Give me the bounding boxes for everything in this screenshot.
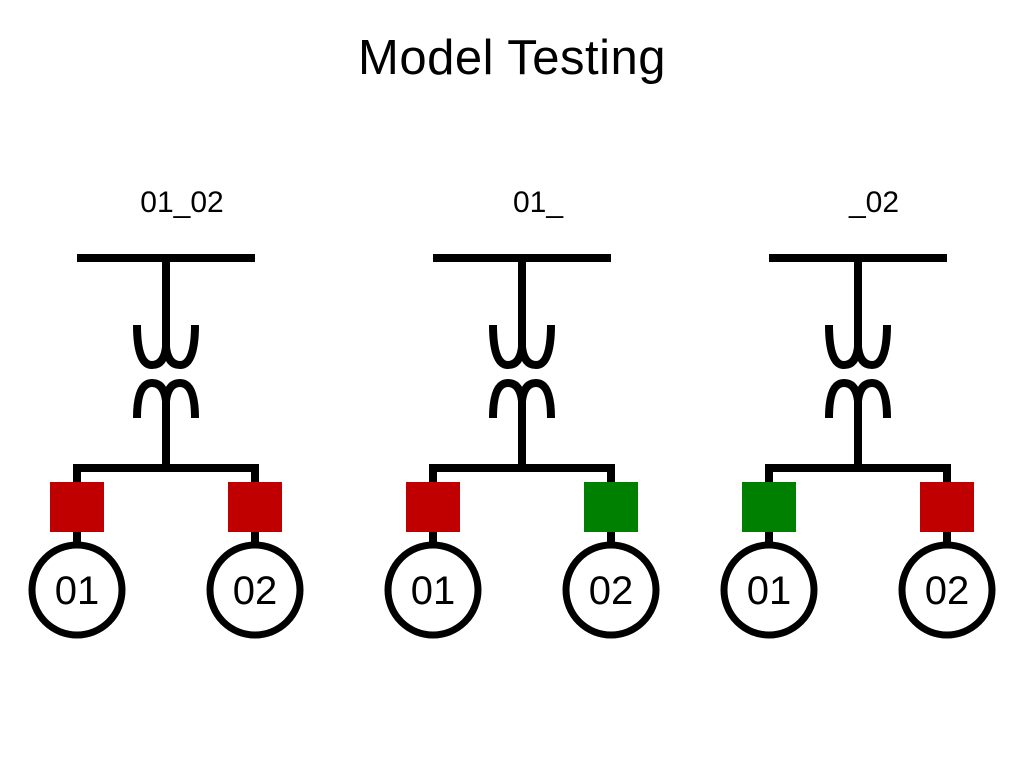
slide-title: Model Testing	[358, 31, 666, 85]
single-line-diagram-graphic: 01 02	[28, 254, 304, 639]
load-circle-right	[898, 541, 996, 639]
breaker-block-left	[406, 482, 460, 532]
transformer-secondary-right-arc	[854, 378, 891, 419]
transformer-icon	[825, 262, 891, 472]
bus-bar	[77, 254, 255, 262]
transformer-secondary-right-arc	[518, 378, 555, 419]
load-circle-right	[562, 541, 660, 639]
load-circle-left	[720, 541, 818, 639]
bus-bar	[433, 254, 611, 262]
bus-bar	[769, 254, 947, 262]
load-label-left: 01	[55, 569, 100, 613]
transformer-primary-left-hook	[489, 324, 526, 370]
bus-label: 01_02	[140, 186, 224, 219]
load-label-left: 01	[747, 569, 792, 613]
transformer-primary-right-hook	[162, 324, 199, 370]
bus-label: 01_	[512, 186, 564, 219]
load-label-right: 02	[589, 569, 634, 613]
transformer-secondary-right-arc	[162, 378, 199, 419]
breaker-block-left	[742, 482, 796, 532]
bus-label: _02	[848, 186, 900, 219]
load-circle-left	[384, 541, 482, 639]
transformer-secondary-left-arc	[133, 378, 170, 419]
diagram-01: 01_ 01 02	[362, 185, 682, 645]
diagram-01-02: 01_02 01 02	[6, 185, 326, 645]
breaker-block-right	[228, 482, 282, 532]
transformer-primary-left-hook	[825, 324, 862, 370]
transformer-secondary-left-arc	[489, 378, 526, 419]
breaker-block-right	[920, 482, 974, 532]
single-line-diagram-graphic: 01 02	[720, 254, 996, 639]
transformer-primary-left-hook	[133, 324, 170, 370]
transformer-icon	[133, 262, 199, 472]
transformer-secondary-left-arc	[825, 378, 862, 419]
load-label-left: 01	[411, 569, 456, 613]
breaker-block-right	[584, 482, 638, 532]
load-label-right: 02	[925, 569, 970, 613]
load-circle-left	[28, 541, 126, 639]
breaker-block-left	[50, 482, 104, 532]
load-label-right: 02	[233, 569, 278, 613]
transformer-primary-right-hook	[518, 324, 555, 370]
transformer-primary-right-hook	[854, 324, 891, 370]
diagram-02: _02 01 02	[698, 185, 1018, 645]
transformer-icon	[489, 262, 555, 472]
single-line-diagram-graphic: 01 02	[384, 254, 660, 639]
load-circle-right	[206, 541, 304, 639]
